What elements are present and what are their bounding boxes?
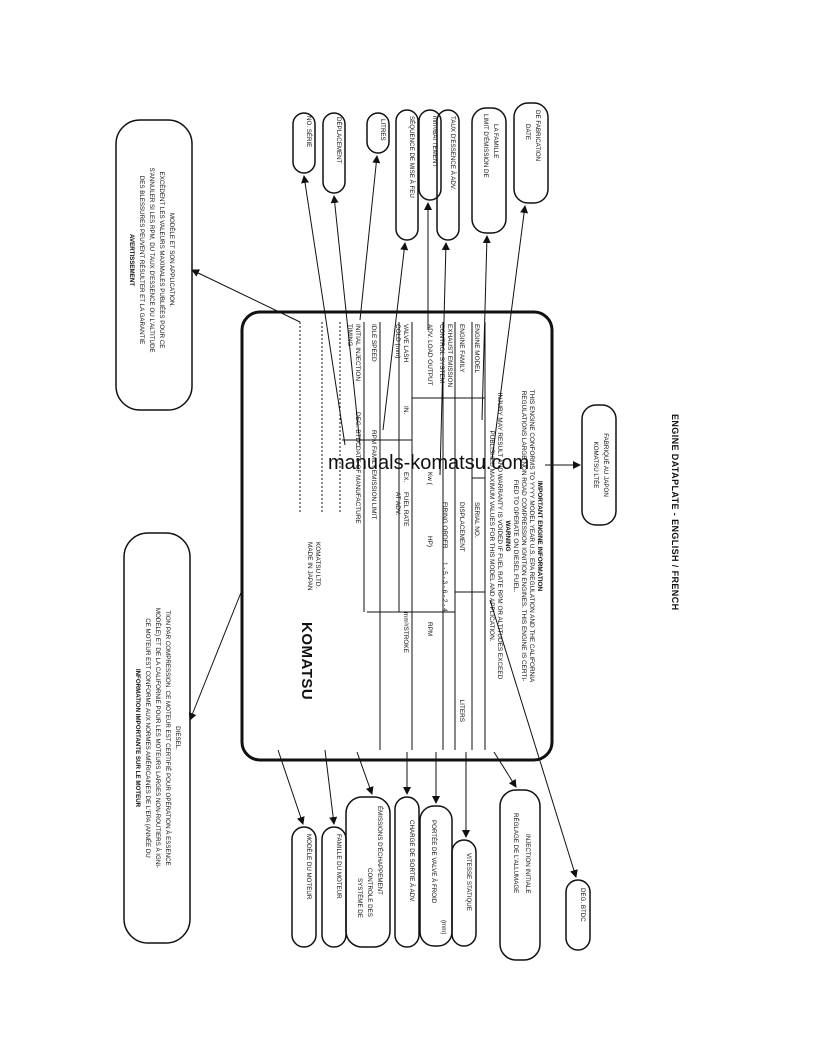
row-stroke: mm³/STROKE xyxy=(402,612,409,653)
leader-lines xyxy=(188,155,581,878)
svg-text:KOMATSU LTÉE: KOMATSU LTÉE xyxy=(592,442,599,489)
svg-text:mm³/BATTEMENT: mm³/BATTEMENT xyxy=(431,116,438,167)
row-hp: HP) xyxy=(426,536,433,547)
row-engine-model: ENGINE MODEL xyxy=(473,324,480,373)
svg-text:FAMILLE DU MOTEUR: FAMILLE DU MOTEUR xyxy=(335,834,342,899)
svg-text:S'ANNULER SI LES RPM, DU TAUX: S'ANNULER SI LES RPM, DU TAUX D'ESSENCE … xyxy=(148,167,155,352)
callout-systeme: SYSTÈME DE CONTROLE DES ÉMISSIONS D'ÉCHA… xyxy=(345,796,391,948)
row-idle: IDLE SPEED xyxy=(370,324,377,362)
callout-reglage: RÉGLAGE DE L'ALLUMAGE INJECTION INITIALE xyxy=(499,789,541,961)
callout-vitesse: VITESSE STATIQUE xyxy=(451,839,477,947)
callout-taux: TAUX D'ESSENCE À ADV. xyxy=(436,109,460,241)
callout-mm3: mm³/BATTEMENT xyxy=(418,109,442,201)
row-liters: LITERS xyxy=(458,700,465,722)
svg-text:DE FABRICATION: DE FABRICATION xyxy=(534,110,541,161)
svg-text:ÉMISSIONS D'ÉCHAPPEMENT: ÉMISSIONS D'ÉCHAPPEMENT xyxy=(376,806,383,895)
row-rpm-idle: RPM xyxy=(370,430,377,444)
svg-text:LIMIT D'ÉMISSION DE: LIMIT D'ÉMISSION DE xyxy=(482,114,489,178)
row-date: DATE OF MANUFACTURE xyxy=(354,446,361,524)
callout-no-serie: NO. SÉRIE xyxy=(292,112,316,174)
plate-intro-line-1: THIS ENGINE CONFORMS TO YYYY MODEL YEAR … xyxy=(528,390,535,683)
row-engine-family: ENGINE FAMILY xyxy=(458,324,465,373)
row-rpm-adv: RPM xyxy=(426,622,433,636)
svg-text:CONTROLE DES: CONTROLE DES xyxy=(366,868,373,917)
svg-text:EXCÈDENT LES VALEURS MAXIMALES: EXCÈDENT LES VALEURS MAXIMALES PUBLIÉES … xyxy=(158,172,165,349)
callout-famille: FAMILLE DU MOTEUR xyxy=(321,826,347,948)
svg-text:TION PAR COMPRESSION. CE MOTEU: TION PAR COMPRESSION. CE MOTEUR EST CERT… xyxy=(164,610,171,865)
row-valve-2: COLD (mm) xyxy=(394,324,401,358)
svg-text:DÉPLACEMENT: DÉPLACEMENT xyxy=(335,117,342,164)
svg-text:NO. SÉRIE: NO. SÉRIE xyxy=(305,116,312,147)
callout-deplacement: DÉPLACEMENT xyxy=(322,112,346,194)
row-fuel-1: FUEL RATE xyxy=(402,492,409,526)
callout-deg: DEG. BTDC xyxy=(565,879,591,951)
svg-text:INFORMATION IMPORTANTE SUR LE: INFORMATION IMPORTANTE SUR LE MOTEUR xyxy=(134,669,141,808)
row-btdc: DEG. BTDC xyxy=(354,412,361,447)
row-inj-1: INITIAL INJECTION xyxy=(354,324,361,381)
row-in: IN. xyxy=(402,406,409,414)
plate-warning-line-1: INJURY MAY RESULT AND WARRANTY IS VOIDED… xyxy=(496,393,503,680)
row-serial-no: SERIAL NO. xyxy=(473,502,480,538)
callout-charge: CHARGE DE SORTIE À ADV. xyxy=(394,796,420,948)
svg-text:SÉQUENCE DE MISE À FEU: SÉQUENCE DE MISE À FEU xyxy=(408,116,415,198)
row-valve-1: VALVE LASH xyxy=(402,324,409,363)
svg-text:DIESEL.: DIESEL. xyxy=(174,726,181,750)
callout-limite: LIMIT D'ÉMISSION DE LA FAMILLE xyxy=(471,107,507,234)
avertissement-box: AVERTISSEMENT DES BLESSURES PEUVENT RÉSU… xyxy=(115,119,193,411)
komatsu-ltee-box: KOMATSU LTÉE FABRIQUÉ AU JAPON xyxy=(581,404,617,526)
plate-intro-line-3: FIED TO OPERATE ON DIESEL FUEL. xyxy=(512,480,519,593)
plate-warning-line-2: PUBLISHED MAXIMUM VALUES FOR THIS MODEL … xyxy=(488,430,495,641)
callout-modele: MODÈLE DU MOTEUR xyxy=(291,826,317,948)
svg-text:PORTÉE DE VALVE À FROID: PORTÉE DE VALVE À FROID xyxy=(430,820,437,904)
figure-caption: ENGINE DATAPLATE - ENGLISH / FRENCH xyxy=(670,414,680,611)
row-exhaust-1: EXHAUST EMISSION xyxy=(446,324,453,387)
information-box: INFORMATION IMPORTANTE SUR LE MOTEUR CE … xyxy=(123,532,191,944)
svg-text:DES BLESSURES PEUVENT RÉSULTER: DES BLESSURES PEUVENT RÉSULTER ET LA GAR… xyxy=(138,176,145,345)
callout-litres: LITRES xyxy=(366,112,390,154)
svg-text:CHARGE DE SORTIE À ADV.: CHARGE DE SORTIE À ADV. xyxy=(408,820,415,903)
row-komatsu-2: MADE IN JAPAN xyxy=(306,542,313,591)
plate-intro-title: IMPORTANT ENGINE INFORMATION xyxy=(536,481,543,592)
row-exhaust-2: CONTROL SYSTEM xyxy=(438,324,445,383)
svg-text:DATE: DATE xyxy=(524,124,531,140)
svg-text:LITRES: LITRES xyxy=(379,119,386,141)
svg-text:SYSTÈME DE: SYSTÈME DE xyxy=(356,878,363,918)
row-adv-load: ADV. LOAD OUTPUT xyxy=(426,324,433,386)
svg-text:CE MOTEUR EST CONFORME AUX NOR: CE MOTEUR EST CONFORME AUX NORMES AMÉRIC… xyxy=(144,618,151,858)
plate-warning-title: WARNING xyxy=(504,521,511,552)
svg-text:RÉGLAGE DE L'ALLUMAGE: RÉGLAGE DE L'ALLUMAGE xyxy=(512,813,519,893)
row-displacement: DISPLACEMENT xyxy=(458,502,465,552)
row-firing-order: FIRING ORDER xyxy=(441,502,448,549)
svg-text:(mm): (mm) xyxy=(440,920,447,934)
svg-text:MODÈLE ET SON APPLICATION.: MODÈLE ET SON APPLICATION. xyxy=(168,213,175,308)
svg-text:FABRIQUÉ AU JAPON: FABRIQUÉ AU JAPON xyxy=(602,433,609,497)
row-firing-value: 1 - 5 - 3 - 6 - 2 - 4 xyxy=(441,562,448,612)
row-komatsu-1: KOMATSU LTD. xyxy=(314,542,321,588)
svg-text:MODÈLE DU MOTEUR: MODÈLE DU MOTEUR xyxy=(305,834,312,900)
svg-text:AVERTISSEMENT: AVERTISSEMENT xyxy=(128,234,135,286)
callout-sequence: SÉQUENCE DE MISE À FEU xyxy=(395,109,419,241)
komatsu-logo: KOMATSU xyxy=(298,622,315,700)
svg-text:LA FAMILLE: LA FAMILLE xyxy=(492,124,499,158)
row-fuel-2: AT ADV. xyxy=(394,492,401,516)
row-kw: Kw ( xyxy=(426,472,433,486)
row-inj-2: TIMING xyxy=(346,324,353,346)
plate-intro-line-2: REGULATIONS LARGE NON ROAD COMPRESSION I… xyxy=(520,391,527,681)
callout-date: DATE DE FABRICATION xyxy=(513,102,549,204)
svg-text:DEG. BTDC: DEG. BTDC xyxy=(579,888,586,922)
callout-portee: PORTÉE DE VALVE À FROID (mm) xyxy=(419,805,453,947)
row-family-limit: FAMILY EMISSION LIMIT xyxy=(370,446,377,519)
svg-text:TAUX D'ESSENCE À ADV.: TAUX D'ESSENCE À ADV. xyxy=(449,116,456,190)
svg-text:MODÈLE) ET DE LA CALIFORNIE PO: MODÈLE) ET DE LA CALIFORNIE POUR LES MOT… xyxy=(154,608,161,868)
engine-dataplate: IMPORTANT ENGINE INFORMATION THIS ENGINE… xyxy=(240,310,554,762)
svg-text:VITESSE STATIQUE: VITESSE STATIQUE xyxy=(465,853,472,911)
svg-text:INJECTION INITIALE: INJECTION INITIALE xyxy=(524,834,531,893)
row-ex: EX. xyxy=(402,472,409,483)
